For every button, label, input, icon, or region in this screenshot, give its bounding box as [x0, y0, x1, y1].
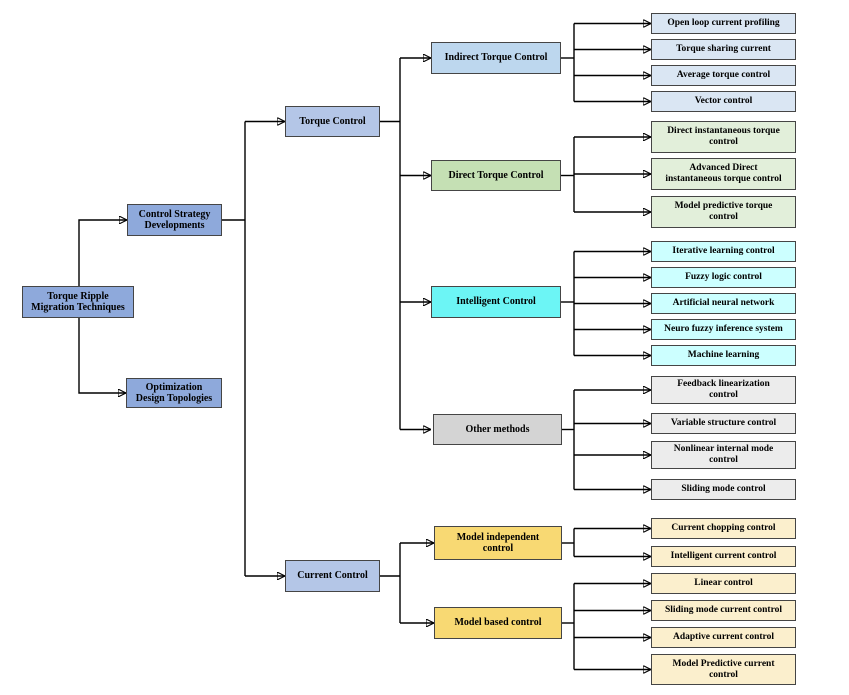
- leaf-variable-structure-control: Variable structure control: [651, 413, 796, 434]
- leaf-model-predictive-torque-control: Model predictive torque control: [651, 196, 796, 228]
- leaf-torque-sharing-current: Torque sharing current: [651, 39, 796, 60]
- leaf-linear-control: Linear control: [651, 573, 796, 594]
- node-model-independent-control: Model independent control: [434, 526, 562, 560]
- leaf-sliding-mode-control: Sliding mode control: [651, 479, 796, 500]
- node-direct-torque-control: Direct Torque Control: [431, 160, 561, 191]
- leaf-direct-instantaneous-torque-control: Direct instantaneous torque control: [651, 121, 796, 153]
- leaf-feedback-linearization-control: Feedback linearization control: [651, 376, 796, 404]
- node-indirect-torque-control: Indirect Torque Control: [431, 42, 561, 74]
- node-torque-ripple-migration-techniques: Torque Ripple Migration Techniques: [22, 286, 134, 318]
- leaf-open-loop-current-profiling: Open loop current profiling: [651, 13, 796, 34]
- leaf-vector-control: Vector control: [651, 91, 796, 112]
- leaf-current-chopping-control: Current chopping control: [651, 518, 796, 539]
- leaf-intelligent-current-control: Intelligent current control: [651, 546, 796, 567]
- node-torque-control: Torque Control: [285, 106, 380, 137]
- node-other-methods: Other methods: [433, 414, 562, 445]
- leaf-nonlinear-internal-mode-control: Nonlinear internal mode control: [651, 441, 796, 469]
- node-model-based-control: Model based control: [434, 607, 562, 639]
- node-intelligent-control: Intelligent Control: [431, 286, 561, 318]
- leaf-adaptive-current-control: Adaptive current control: [651, 627, 796, 648]
- leaf-fuzzy-logic-control: Fuzzy logic control: [651, 267, 796, 288]
- leaf-sliding-mode-current-control: Sliding mode current control: [651, 600, 796, 621]
- node-current-control: Current Control: [285, 560, 380, 592]
- leaf-advanced-direct-instantaneous-torque-control: Advanced Direct instantaneous torque con…: [651, 158, 796, 190]
- leaf-artificial-neural-network: Artificial neural network: [651, 293, 796, 314]
- node-optimization-design-topologies: Optimization Design Topologies: [126, 378, 222, 408]
- leaf-iterative-learning-control: Iterative learning control: [651, 241, 796, 262]
- leaf-model-predictive-current-control: Model Predictive current control: [651, 654, 796, 685]
- node-control-strategy-developments: Control Strategy Developments: [127, 204, 222, 236]
- leaf-machine-learning: Machine learning: [651, 345, 796, 366]
- leaf-average-torque-control: Average torque control: [651, 65, 796, 86]
- leaf-neuro-fuzzy-inference-system: Neuro fuzzy inference system: [651, 319, 796, 340]
